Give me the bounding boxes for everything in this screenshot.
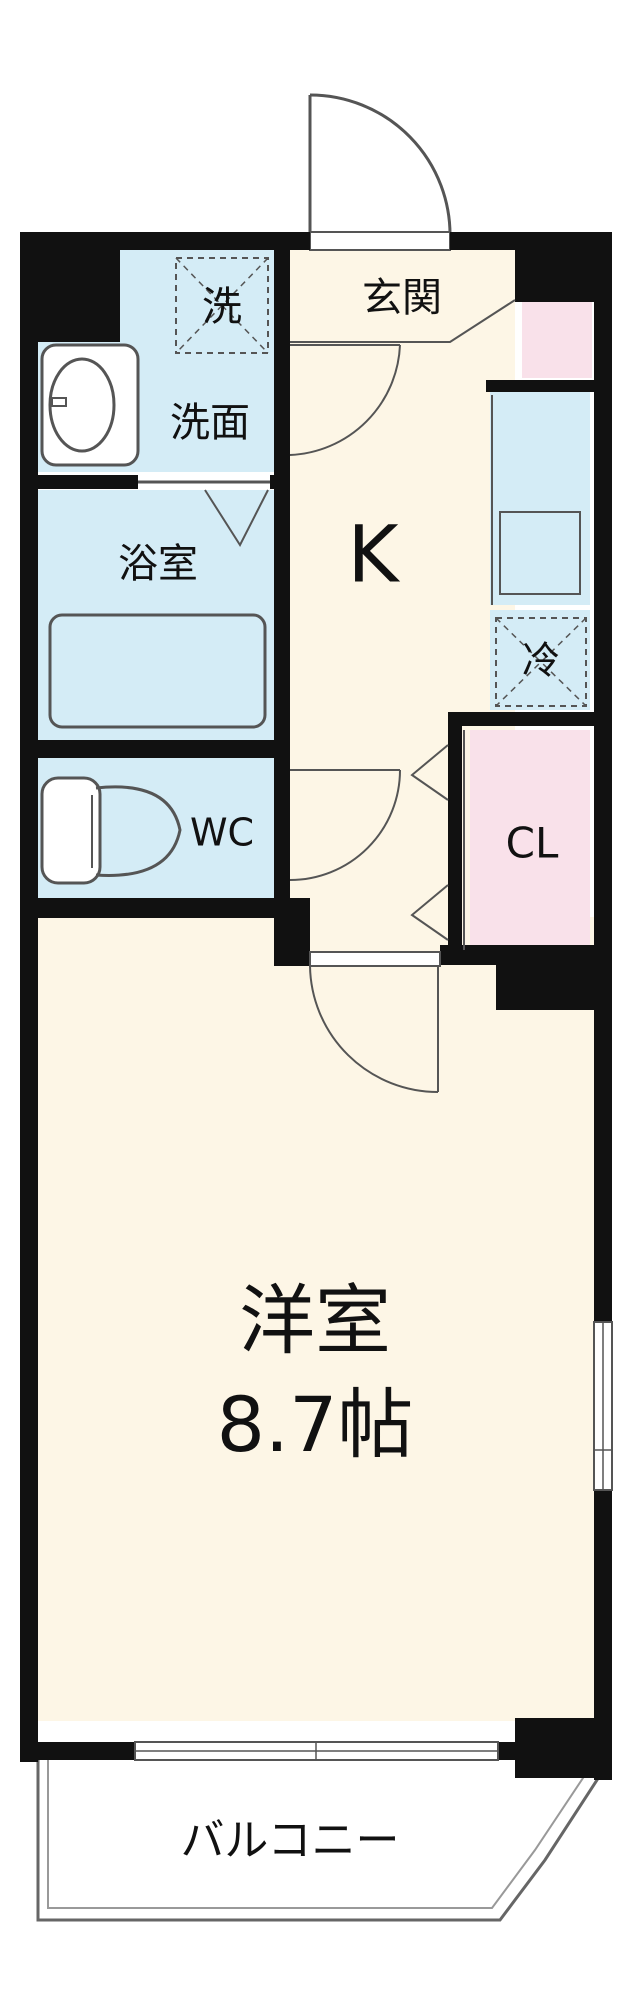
label-toilet: WC [190, 811, 254, 855]
sink-tap [51, 397, 67, 407]
entrance-door-frame [309, 231, 451, 251]
western-door-frame [309, 951, 441, 967]
washer-x-2 [175, 257, 269, 354]
label-kitchen: K [347, 510, 400, 600]
kitchen-counter [490, 390, 590, 605]
closet-floor [470, 730, 590, 952]
label-western-room-size: 8.7帖 [217, 1380, 414, 1469]
balcony [36, 1759, 612, 1922]
toilet-door-swing [289, 769, 401, 881]
walls [20, 232, 612, 1780]
closet-door-lower [410, 884, 449, 941]
label-closet: CL [506, 819, 559, 868]
kitchen-sink [499, 511, 581, 595]
balcony-inner-outline [47, 1759, 596, 1909]
label-bathroom: 浴室 [118, 541, 198, 587]
western-door-swing [309, 965, 439, 1093]
washroom-door-swing [289, 344, 401, 456]
label-western-room: 洋室 [239, 1276, 391, 1365]
label-washer: 洗 [202, 284, 242, 330]
shoe-cabinet [522, 300, 592, 378]
wet-area-fixtures [40, 257, 401, 885]
label-balcony: バルコニー [180, 1815, 399, 1866]
kitchen-fixtures [290, 299, 587, 950]
toilet-tank [40, 776, 102, 885]
windows [134, 1321, 613, 1761]
fridge-x-2 [495, 617, 587, 707]
label-entrance: 玄関 [362, 275, 442, 321]
fridge-outline [495, 617, 587, 707]
fridge-x-1 [495, 617, 587, 707]
closet-door-upper [410, 744, 449, 801]
label-fridge: 冷 [522, 639, 560, 683]
western-room-door[interactable] [309, 951, 441, 1093]
western-room-floor [38, 917, 598, 1721]
sink-basin [48, 357, 116, 453]
entrance-step-line [290, 299, 516, 343]
label-washroom: 洗面 [170, 400, 250, 446]
entrance-door-swing [309, 93, 452, 239]
bathtub [48, 613, 267, 729]
bathroom-door-fold [204, 489, 269, 548]
sink-counter [40, 343, 140, 467]
balcony-outline [36, 1759, 612, 1922]
entrance-door[interactable] [308, 93, 452, 251]
room-labels: 玄関 洗 洗面 浴室 WC K 冷 CL 洋室 8.7帖 バルコニー [118, 275, 560, 1866]
toilet-bowl [95, 785, 182, 877]
washer-space [175, 257, 269, 354]
